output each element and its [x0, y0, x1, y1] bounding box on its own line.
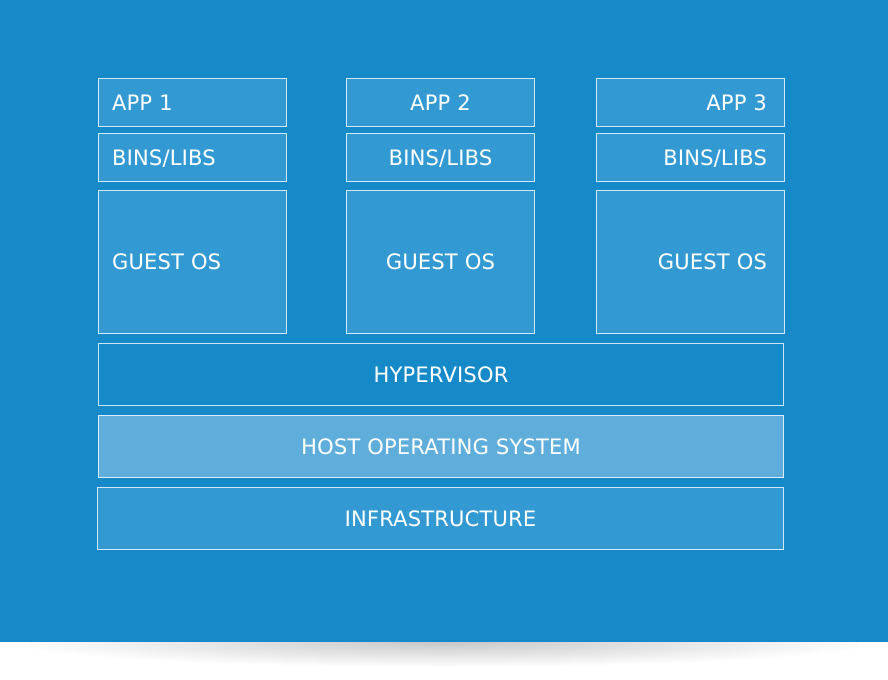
app-1-label: APP 1: [112, 90, 173, 115]
hypervisor-layer: HYPERVISOR: [98, 343, 784, 406]
host-os-layer: HOST OPERATING SYSTEM: [98, 415, 784, 478]
bins-libs-2-label: BINS/LIBS: [388, 145, 493, 170]
bins-libs-1-box: BINS/LIBS: [98, 133, 287, 182]
app-3-box: APP 3: [596, 78, 785, 127]
guest-os-2-box: GUEST OS: [346, 190, 535, 334]
guest-os-3-label: GUEST OS: [657, 250, 767, 274]
drop-shadow: [30, 642, 858, 666]
app-1-box: APP 1: [98, 78, 287, 127]
host-os-label: HOST OPERATING SYSTEM: [301, 434, 581, 459]
app-3-label: APP 3: [706, 90, 767, 115]
guest-os-2-label: GUEST OS: [385, 250, 496, 274]
guest-os-1-box: GUEST OS: [98, 190, 287, 334]
app-2-box: APP 2: [346, 78, 535, 127]
app-2-label: APP 2: [410, 90, 471, 115]
hypervisor-label: HYPERVISOR: [373, 362, 509, 387]
diagram-canvas: APP 1 BINS/LIBS GUEST OS APP 2 BINS/LIBS…: [0, 0, 888, 642]
bins-libs-2-box: BINS/LIBS: [346, 133, 535, 182]
guest-os-1-label: GUEST OS: [112, 250, 222, 274]
infrastructure-layer: INFRASTRUCTURE: [97, 487, 784, 550]
bins-libs-3-label: BINS/LIBS: [663, 145, 767, 170]
bins-libs-1-label: BINS/LIBS: [112, 145, 216, 170]
infrastructure-label: INFRASTRUCTURE: [344, 506, 537, 531]
bins-libs-3-box: BINS/LIBS: [596, 133, 785, 182]
guest-os-3-box: GUEST OS: [596, 190, 785, 334]
